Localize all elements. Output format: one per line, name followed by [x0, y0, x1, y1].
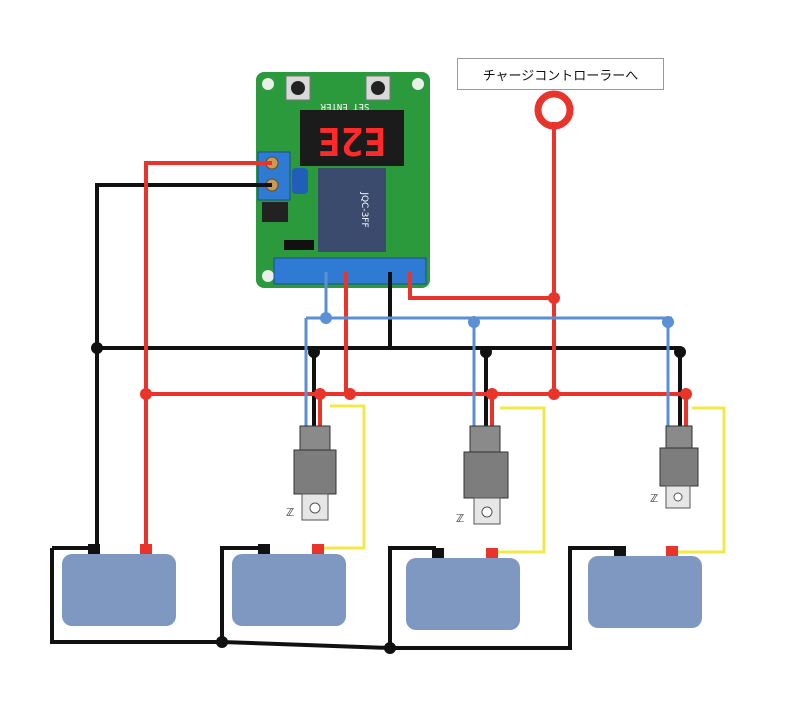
battery-4 — [588, 546, 702, 628]
battery-3 — [406, 548, 520, 630]
load-relay2 — [490, 406, 546, 554]
load-relay1 — [318, 404, 366, 550]
charge-controller-label: チャージコントローラーへ — [457, 58, 664, 90]
relay-bracket-hole — [481, 506, 493, 518]
pos-wire-module — [144, 161, 272, 548]
junctions — [91, 292, 692, 654]
neg-wire-module — [94, 183, 272, 550]
seven-segment-display — [300, 110, 404, 166]
battery-body — [232, 554, 346, 626]
junction-dot — [548, 292, 560, 304]
load-relay3 — [672, 406, 726, 554]
relay-glyph: ℤ — [456, 512, 464, 525]
ic-chip — [262, 202, 288, 222]
junction-dot — [548, 388, 560, 400]
relay-glyph: ℤ — [286, 506, 294, 519]
relay-1: ℤ — [286, 425, 337, 521]
relay-module: SET ENTER E2E JQC-3FF — [256, 72, 430, 288]
capacitor — [292, 168, 308, 194]
mount-hole — [412, 78, 424, 90]
relay-2: ℤ — [456, 425, 509, 525]
junction-dot — [91, 342, 103, 354]
junction-dot — [384, 642, 396, 654]
junction-dot — [344, 388, 356, 400]
battery-1 — [62, 544, 176, 626]
relay-bracket-hole — [309, 502, 321, 514]
relay-body — [293, 449, 337, 495]
charge-controller-label-text: チャージコントローラーへ — [482, 68, 639, 84]
relay-body — [463, 451, 509, 499]
battery-positive-terminal — [486, 548, 498, 558]
battery-positive-terminal — [666, 546, 678, 556]
relay-bracket-hole — [673, 492, 683, 502]
pos-module-nc — [408, 272, 554, 300]
relay-connector — [469, 425, 501, 455]
battery-positive-terminal — [140, 544, 152, 554]
relay-bracket — [301, 493, 329, 521]
battery-positive-terminal — [312, 544, 324, 554]
button-set — [285, 75, 311, 101]
junction-dot — [308, 346, 320, 358]
junction-dot — [314, 388, 326, 400]
relay-body — [659, 447, 699, 487]
signal-wires — [304, 272, 672, 430]
display-readout: E2E — [318, 119, 387, 163]
battery-negative-terminal — [258, 544, 270, 554]
neg-battery-chain-3 — [390, 546, 616, 650]
battery-body — [406, 558, 520, 630]
junction-dot — [320, 312, 332, 324]
mount-hole — [262, 270, 274, 282]
relay-3: ℤ — [650, 425, 699, 509]
button-set-cap — [291, 81, 305, 95]
power-terminal — [257, 151, 291, 201]
buttons-silkscreen: SET ENTER — [320, 101, 369, 111]
relay-connector — [299, 425, 331, 453]
battery-body — [62, 554, 176, 626]
junction-dot — [680, 388, 692, 400]
junction-dot — [140, 388, 152, 400]
jumper — [284, 240, 314, 250]
battery-negative-terminal — [432, 548, 444, 558]
junction-dot — [216, 636, 228, 648]
load-wires — [318, 404, 726, 554]
junction-dot — [480, 346, 492, 358]
battery-negative-terminal — [614, 546, 626, 556]
junction-dot — [486, 388, 498, 400]
charge-controller-terminal — [534, 90, 574, 130]
positive-wires — [144, 122, 688, 548]
relay-cube — [318, 168, 386, 252]
mount-hole — [262, 78, 274, 90]
battery-negative-terminal — [88, 544, 100, 554]
junction-dot — [674, 346, 686, 358]
relay-glyph: ℤ — [650, 492, 658, 505]
output-terminal-block — [273, 257, 427, 285]
button-enter-cap — [371, 81, 385, 95]
relay-cube-text: JQC-3FF — [359, 191, 369, 227]
battery-2 — [232, 544, 346, 626]
battery-body — [588, 556, 702, 628]
junction-dot — [468, 316, 480, 328]
neg-battery-chain-2 — [221, 546, 436, 651]
junction-dot — [662, 316, 674, 328]
relay-connector — [665, 425, 693, 451]
